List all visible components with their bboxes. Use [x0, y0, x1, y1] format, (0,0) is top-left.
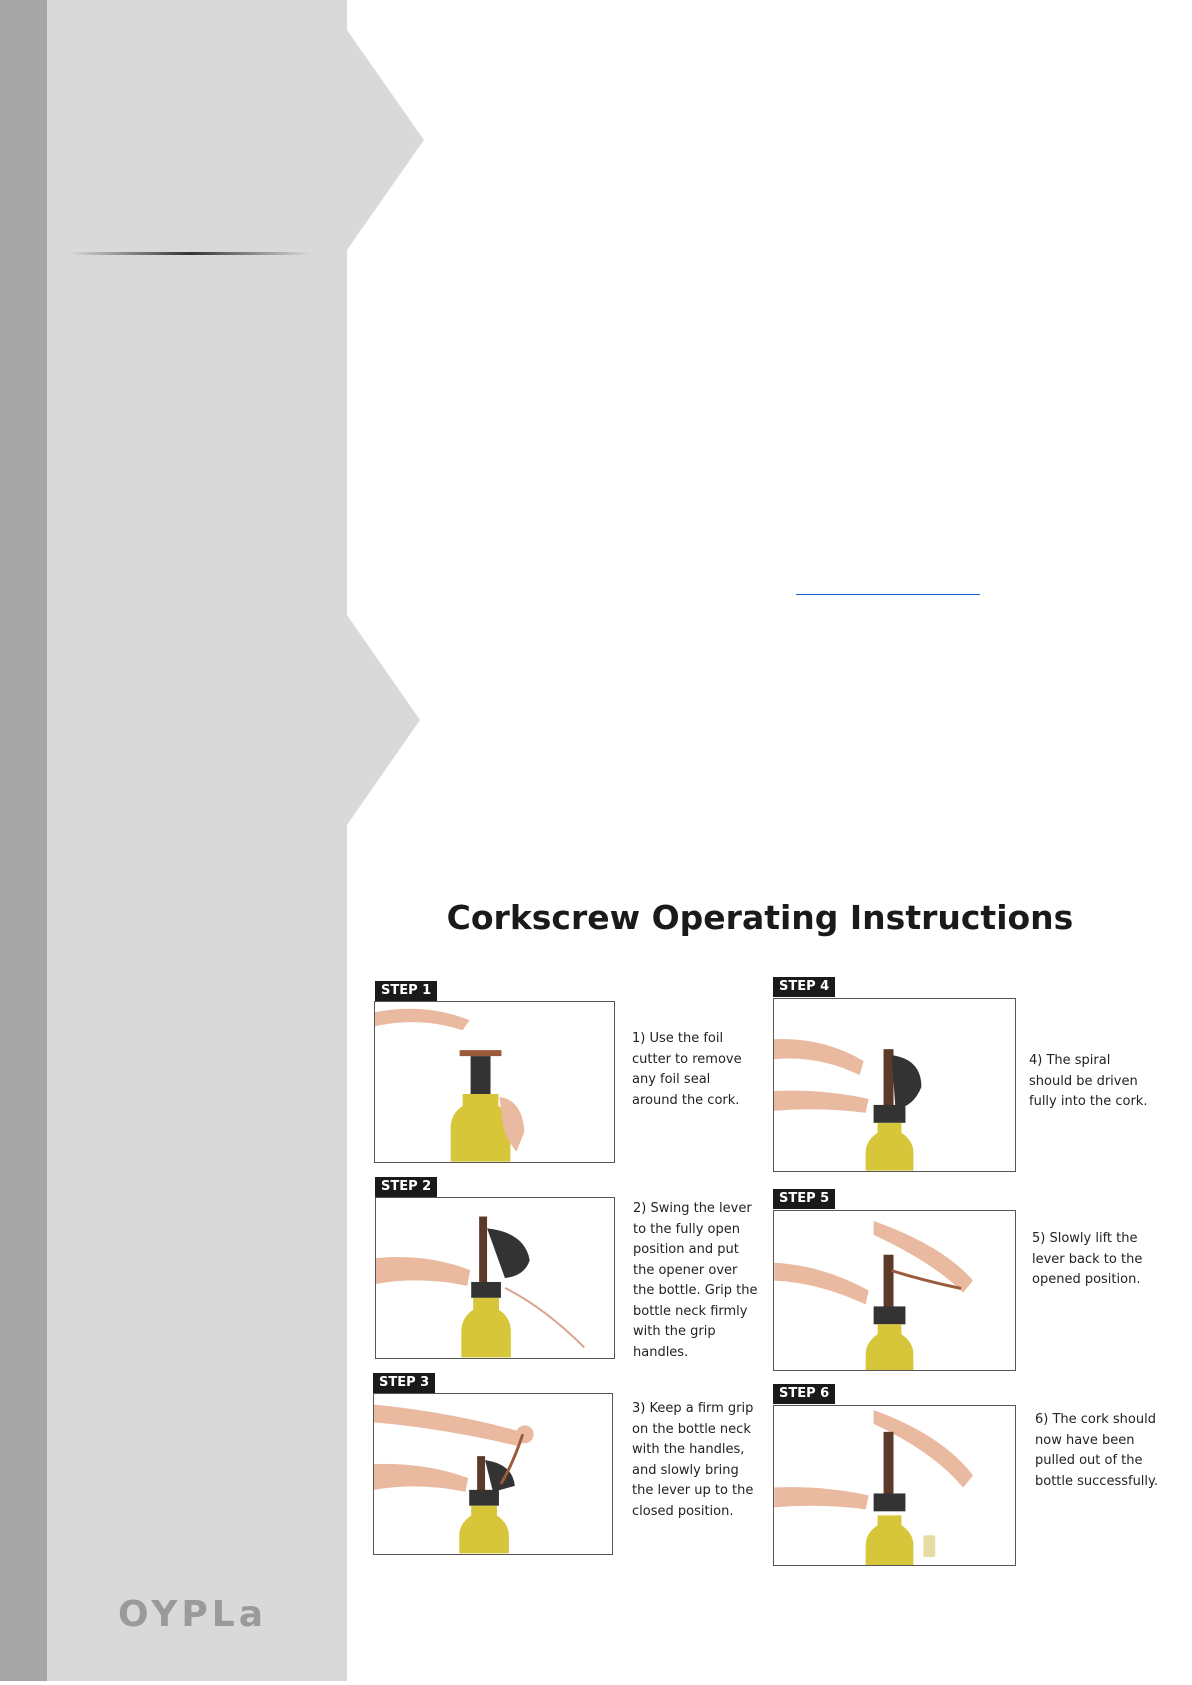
step-4-photo — [773, 998, 1016, 1172]
brand-logo: OYPLa — [118, 1594, 268, 1635]
step-4-illustration — [774, 1039, 922, 1171]
step-5-photo — [773, 1210, 1016, 1371]
page-title: Corkscrew Operating Instructions — [446, 898, 1074, 937]
step-2-illustration — [376, 1216, 585, 1358]
step-5-text: 5) Slowly lift the lever back to the ope… — [1032, 1231, 1143, 1287]
step-1-illustration — [375, 1008, 525, 1162]
step-2-text: 2) Swing the lever to the fully open pos… — [633, 1201, 758, 1360]
step-2-label: STEP 2 — [375, 1177, 438, 1197]
step-1-photo — [374, 1001, 615, 1163]
step-6-illustration — [774, 1409, 974, 1565]
link-underline — [796, 594, 980, 595]
step-6-label: STEP 6 — [773, 1384, 836, 1404]
step-3-label: STEP 3 — [373, 1373, 436, 1393]
step-5-label: STEP 5 — [773, 1189, 836, 1209]
step-3-text: 3) Keep a firm grip on the bottle neck w… — [632, 1401, 754, 1519]
step-4-text: 4) The spiral should be driven fully int… — [1029, 1053, 1148, 1109]
step-5-illustration — [774, 1220, 974, 1370]
step-3-photo — [373, 1393, 613, 1555]
step-6-text: 6) The cork should now have been pulled … — [1035, 1412, 1159, 1489]
step-4-label: STEP 4 — [773, 977, 836, 997]
step-3-illustration — [374, 1404, 534, 1554]
step-1-text: 1) Use the foil cutter to remove any foi… — [632, 1031, 742, 1108]
step-6-photo — [773, 1405, 1016, 1566]
step-2-photo — [375, 1197, 615, 1359]
step-1-label: STEP 1 — [375, 981, 438, 1001]
